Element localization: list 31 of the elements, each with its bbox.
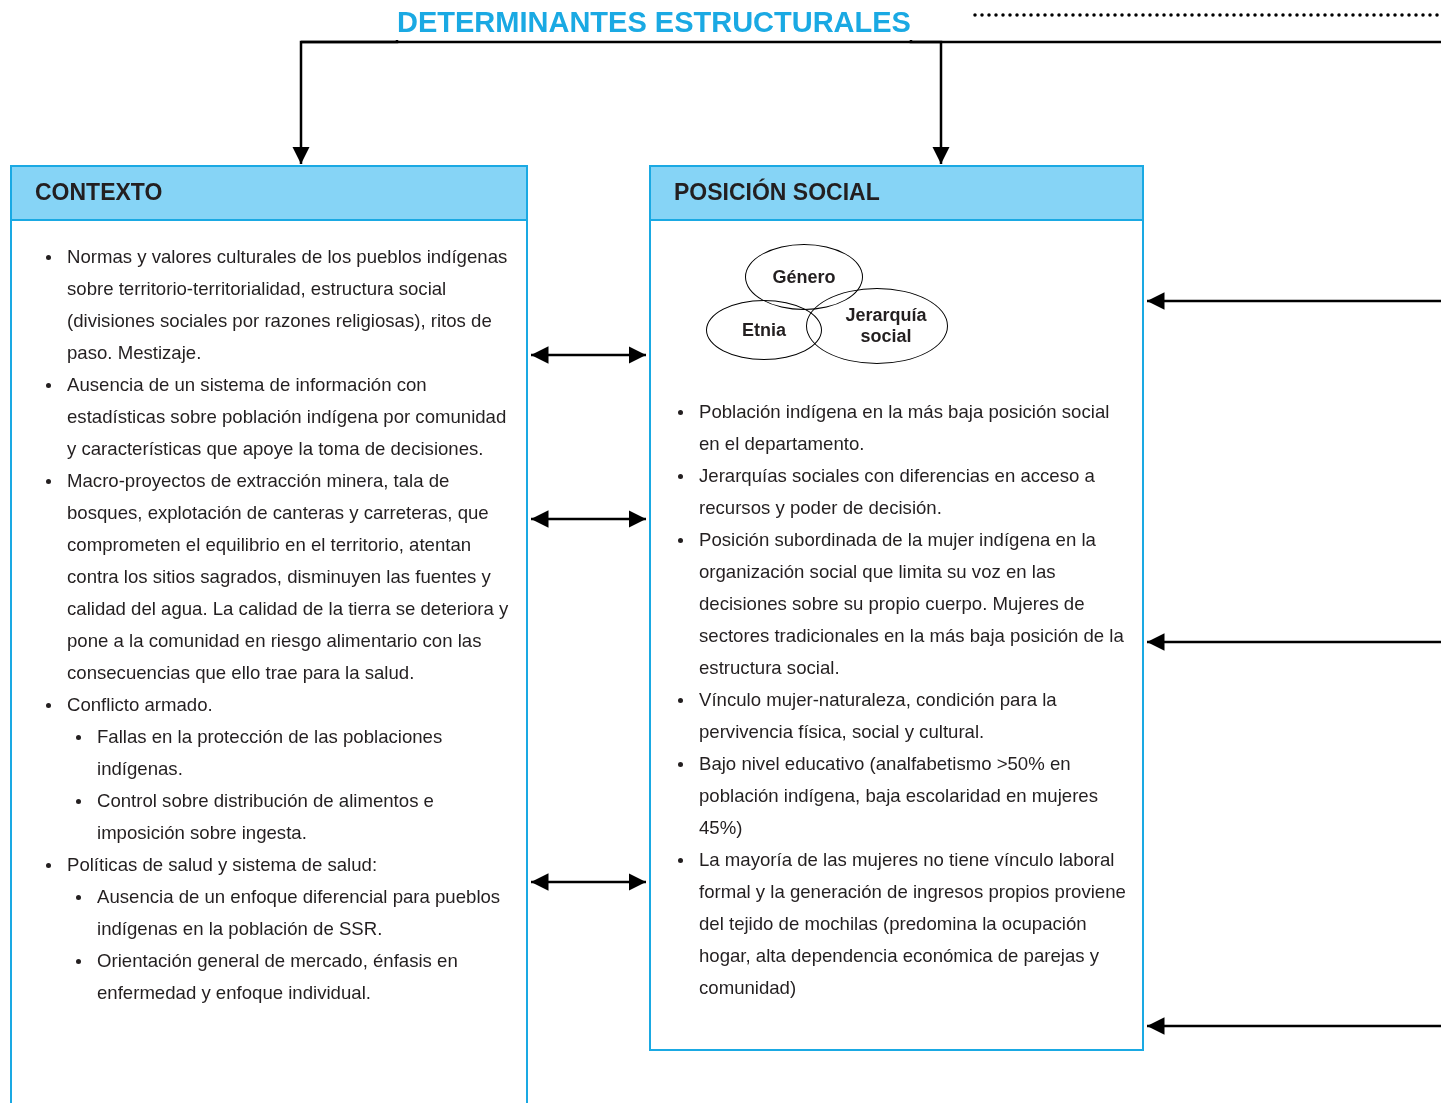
context-panel <box>10 165 528 1103</box>
bullet-item: Posición subordinada de la mujer indígena en la organización social que limita su voz en las decisiones sobre su propio cuerpo. Mujeres de sectores tradicionales en la más baja posición de la estructura social. <box>699 529 1124 678</box>
double-arrow <box>531 510 646 528</box>
panel-header: POSICIÓN SOCIAL <box>651 167 1142 221</box>
arrow <box>1147 292 1441 310</box>
panel-header: CONTEXTO <box>12 167 526 221</box>
bullet-item: Normas y valores culturales de los pueblos indígenas sobre territorio-territorialidad, estructura social (divisiones sociales por razones religiosas), ritos de paso. Mestizaje. <box>67 246 508 363</box>
ellipse-label: Jerarquía social <box>844 305 928 347</box>
bullet-item: Conflicto armado. <box>67 694 213 715</box>
bullet-item: Control sobre distribución de alimentos e imposición sobre ingesta. <box>97 790 434 843</box>
arrow <box>1147 1017 1441 1035</box>
social-position-panel <box>649 165 1144 1051</box>
bullet-item: Ausencia de un sistema de información con estadísticas sobre población indígena por comunidad y características que apoye la toma de decisiones. <box>67 374 507 459</box>
bullet-item: Macro-proyectos de extracción minera, tala de bosques, explotación de canteras y carreteras, que comprometen el equilibrio en el territorio, atentan contra los sitios sagrados, disminuyen las fuentes y calidad del agua. La calidad de la tierra se deteriora y pone a la comunidad en riesgo alimentario con las consecuencias que ello trae para la salud. <box>67 470 509 683</box>
bullet-item: Orientación general de mercado, énfasis en enfermedad y enfoque individual. <box>97 950 458 1003</box>
bullet-item: La mayoría de las mujeres no tiene vínculo laboral formal y la generación de ingresos propios proviene del tejido de mochilas (predomina la ocupación hogar, alta dependencia económica de parejas y comunidad) <box>699 849 1126 998</box>
ellipse-label: Género <box>772 266 836 288</box>
bullet-item: Fallas en la protección de las poblaciones indígenas. <box>97 726 443 779</box>
double-arrow <box>531 346 646 364</box>
bullet-item: Políticas de salud y sistema de salud: <box>67 854 378 875</box>
arrow <box>1147 633 1441 651</box>
bullet-item: Vínculo mujer-naturaleza, condición para la pervivencia física, social y cultural. <box>699 689 1057 742</box>
bullet-item: Población indígena en la más baja posición social en el departamento. <box>699 401 1110 454</box>
bullet-item: Jerarquías sociales con diferencias en acceso a recursos y poder de decisión. <box>699 465 1095 518</box>
bullet-item: Ausencia de un enfoque diferencial para pueblos indígenas en la población de SSR. <box>97 886 501 939</box>
arrow <box>292 39 399 164</box>
arrow <box>909 39 950 164</box>
bullet-item: Bajo nivel educativo (analfabetismo >50% en población indígena, baja escolaridad en mujeres 45%) <box>699 753 1098 838</box>
double-arrow <box>531 873 646 891</box>
ellipse-label: Etnia <box>742 319 786 341</box>
heading-title: DETERMINANTES ESTRUCTURALES <box>397 4 911 40</box>
